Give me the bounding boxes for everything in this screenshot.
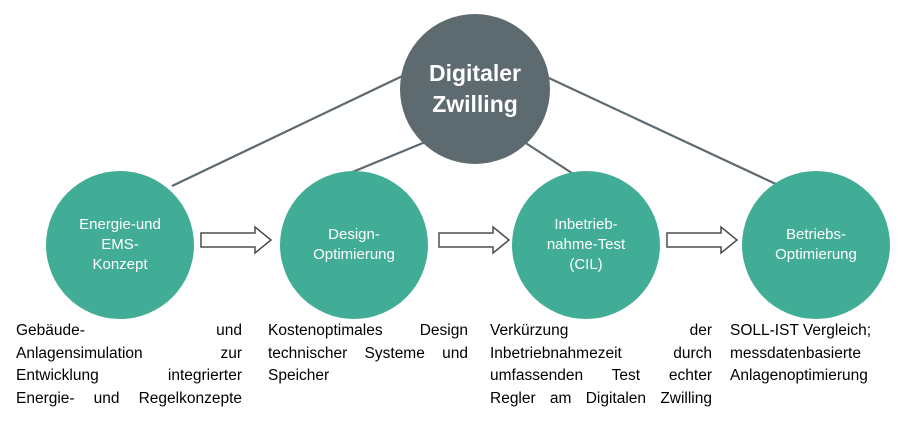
step-commissioning-test: Inbetrieb- nahme-Test (CIL) xyxy=(512,171,660,319)
description-commissioning-test: Verkürzung der Inbetriebnahmezeit durch … xyxy=(490,322,712,407)
digital-twin-hub: Digitaler Zwilling xyxy=(400,14,550,164)
flow-arrow-icon xyxy=(666,225,739,255)
flow-arrow-icon xyxy=(200,225,273,255)
step-energy-ems-concept: Energie-und EMS- Konzept xyxy=(46,171,194,319)
step-label: Betriebs- Optimierung xyxy=(775,226,857,263)
step-label: Inbetrieb- nahme-Test (CIL) xyxy=(546,216,626,273)
step-operation-optimization: Betriebs- Optimierung xyxy=(742,171,890,319)
connector-line-commissioning xyxy=(517,137,579,178)
connector-line-operation xyxy=(535,71,779,186)
hub-label: Digitaler Zwilling xyxy=(428,60,522,117)
flow-arrow-icon xyxy=(438,225,511,255)
description-operation-optimization: SOLL-IST Vergleich; messdatenbasierte An… xyxy=(730,322,872,384)
connector-line-energy xyxy=(171,69,416,187)
step-label: Energie-und EMS- Konzept xyxy=(79,216,161,273)
step-label: Design- Optimierung xyxy=(313,226,395,263)
step-design-optimization: Design- Optimierung xyxy=(280,171,428,319)
description-design-optimization: Kostenoptimales Design technischer Syste… xyxy=(268,322,468,384)
description-energy-ems-concept: Gebäude- und Anlagensimulation zur Entwi… xyxy=(16,322,242,407)
